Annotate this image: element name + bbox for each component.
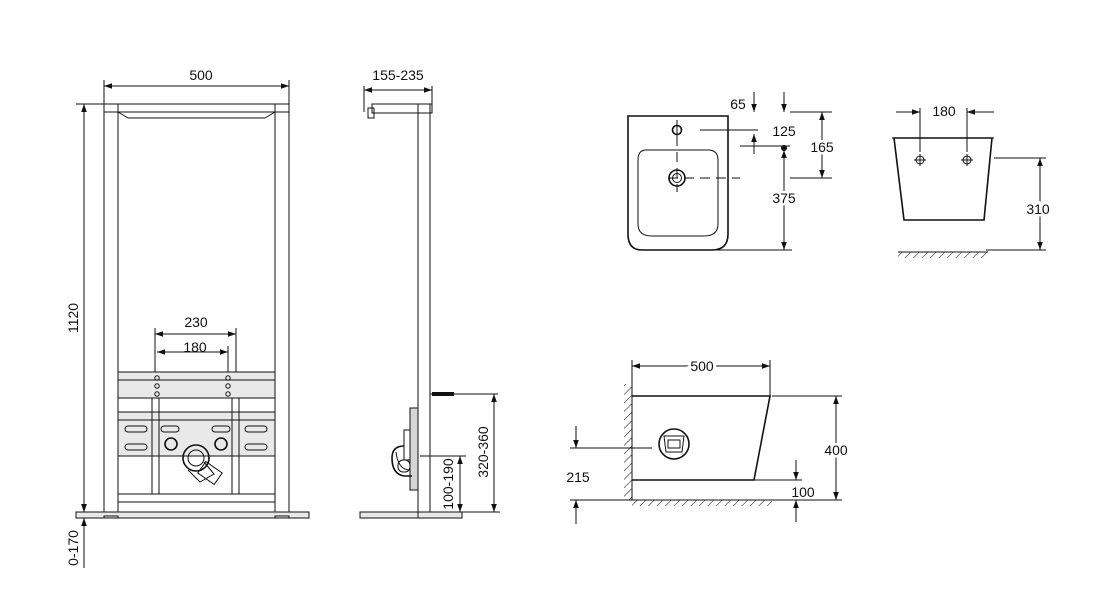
pipe-height-label: 320-360 — [475, 426, 491, 478]
frame-front-view: 500 1120 0-170 230 180 — [65, 67, 310, 568]
bolt-spacing-label: 180 — [932, 103, 956, 119]
frame-side-view: 155-235 320-360 100-190 — [359, 67, 500, 519]
top-125-label: 125 — [772, 123, 796, 139]
top-165-label: 165 — [810, 139, 834, 155]
top-65-label: 65 — [730, 96, 746, 112]
fixing-holes — [154, 375, 231, 397]
top-375-label: 375 — [772, 190, 796, 206]
drain-height-label: 100-190 — [440, 458, 456, 510]
fixing-bolts — [914, 154, 973, 166]
outer-spacing-label: 230 — [184, 314, 208, 330]
frame-depth-label: 155-235 — [372, 67, 424, 83]
inlet-height-label: 215 — [566, 469, 590, 485]
frame-width-label: 500 — [189, 67, 213, 83]
bidet-side-view: 500 400 215 100 — [566, 355, 850, 524]
bottom-height-label: 100 — [791, 484, 815, 500]
side-length-label: 500 — [690, 358, 714, 374]
inner-spacing-label: 180 — [183, 339, 207, 355]
bidet-top-view: 65 125 165 375 — [627, 92, 836, 251]
bidet-rear-view: 180 310 — [892, 103, 1052, 258]
rear-height-label: 310 — [1026, 201, 1050, 217]
frame-height-label: 1120 — [65, 303, 81, 333]
leg-adjust-label: 0-170 — [65, 530, 81, 566]
side-height-label: 400 — [824, 442, 848, 458]
